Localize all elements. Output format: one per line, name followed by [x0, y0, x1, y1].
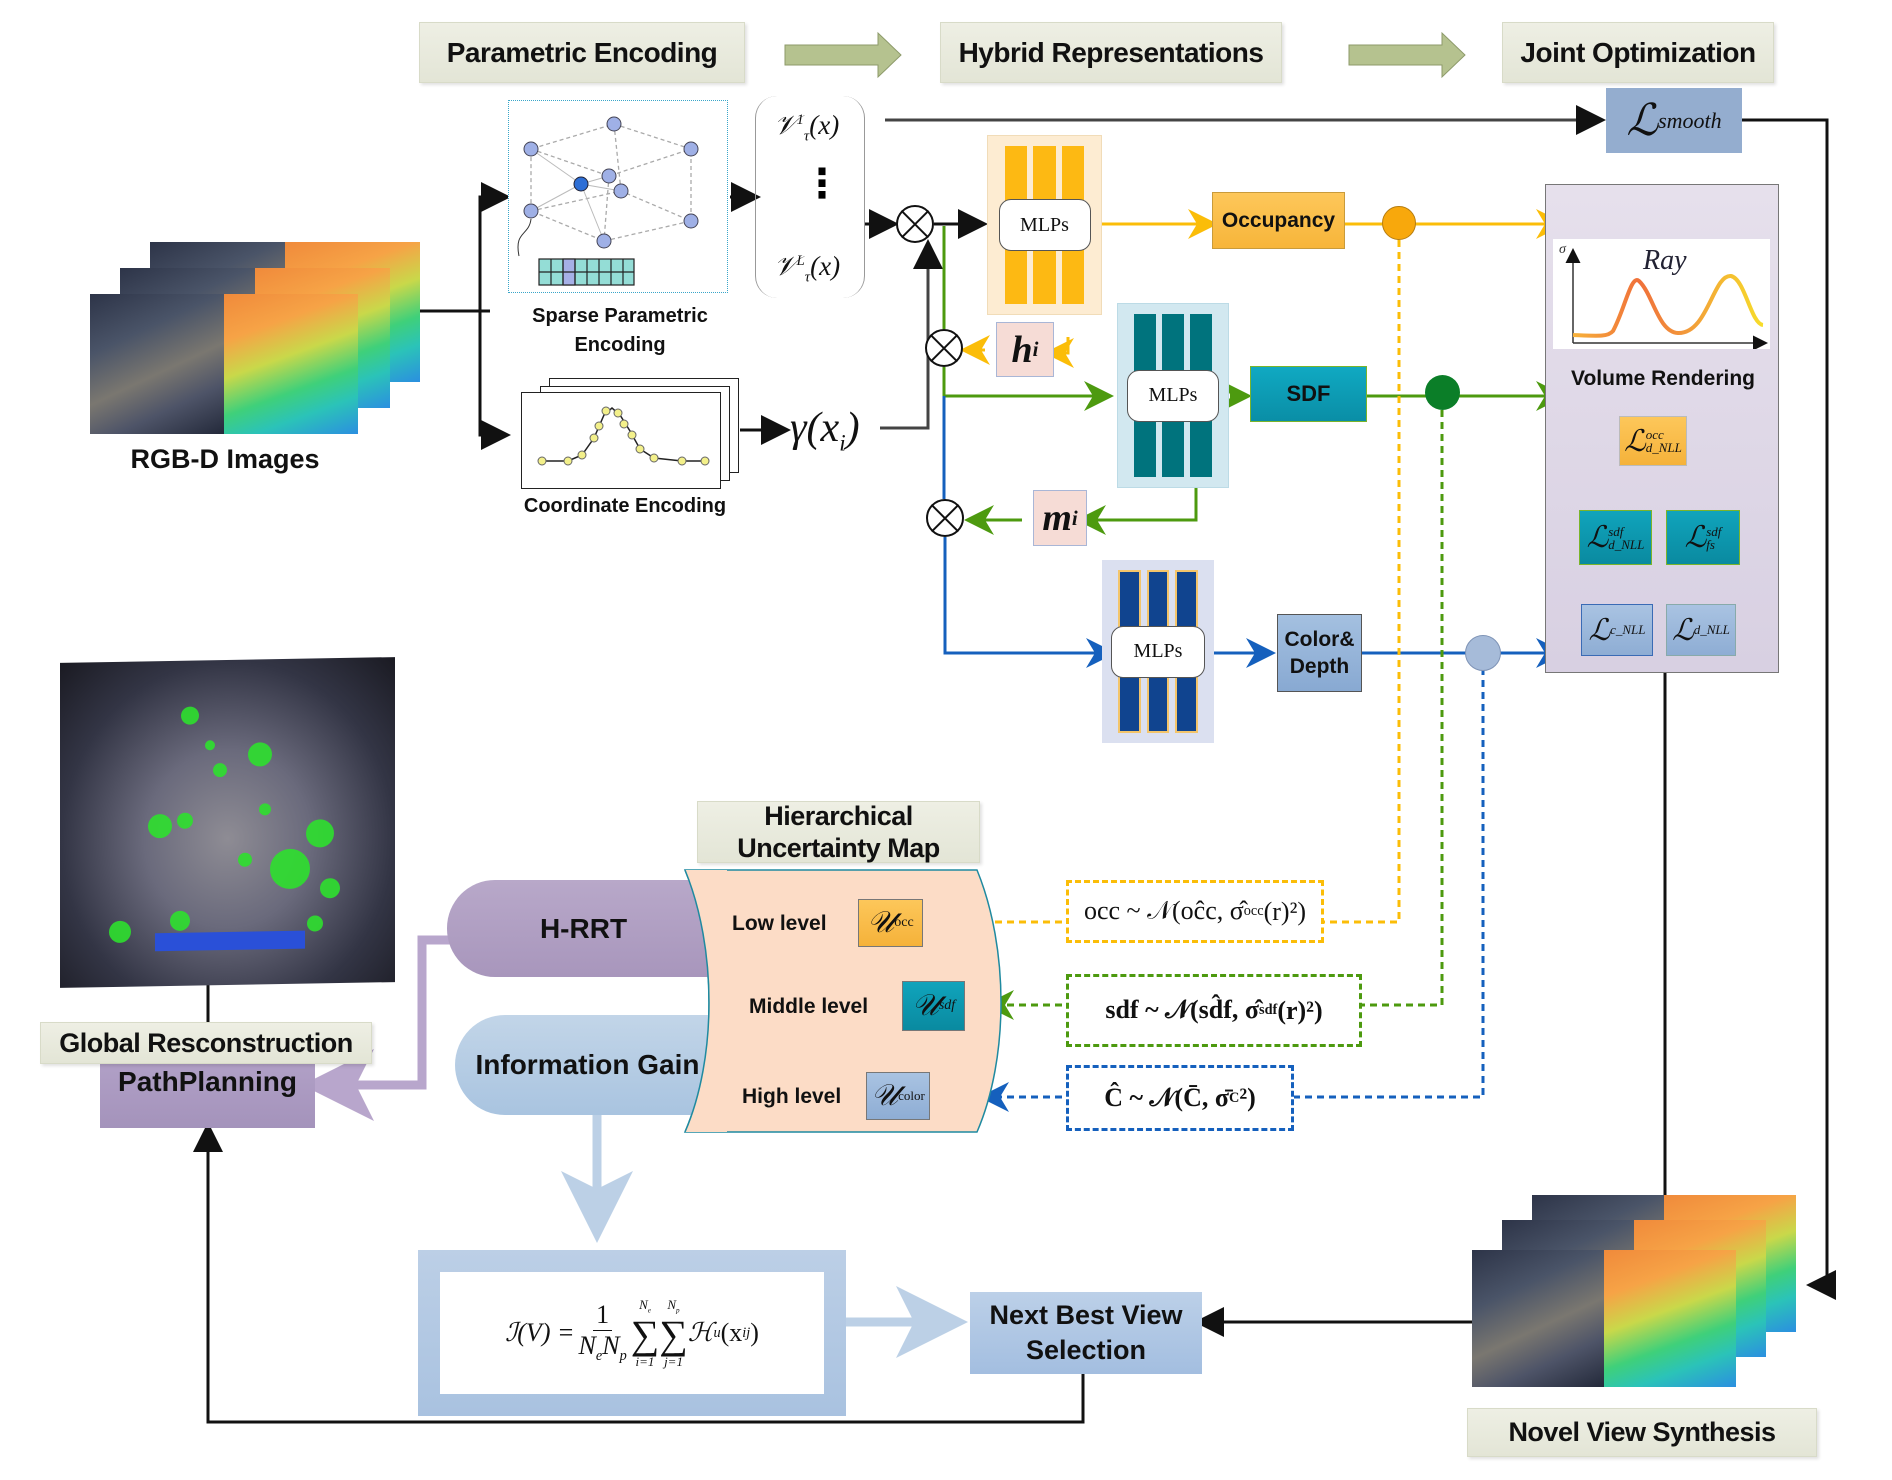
volume-rendering-label: Volume Rendering [1571, 367, 1755, 390]
ray-density-plot: σ Ray [1553, 239, 1770, 351]
stage-joint-optimization: Joint Optimization [1502, 22, 1774, 83]
sdf-mlp-block: MLPs [1117, 303, 1229, 488]
stage-arrow-1 [784, 31, 902, 79]
multiply-node-2 [925, 329, 963, 367]
occ-distribution-box: occ ~ 𝒩(oĉc, σ̂occ(r)²) [1066, 880, 1324, 943]
sdf-distribution-box: sdf ~ 𝒩(sd̂f, σ̂sdf(r)²) [1066, 974, 1362, 1047]
stage-arrow-2 [1348, 31, 1466, 79]
color-mlp-label: MLPs [1111, 625, 1205, 678]
feature-vector: 𝒱1τ(x) ⋮ 𝒱Lτ(x) [755, 96, 865, 298]
global-reconstruction-image [60, 657, 395, 988]
feature-level-1: 𝒱1τ(x) [774, 110, 840, 145]
rgbd-image-front [90, 294, 358, 434]
color-mlp-block: MLPs [1102, 560, 1214, 743]
coordinate-encoding-plot [521, 392, 721, 489]
stage-hybrid-representations: Hybrid Representations [940, 22, 1282, 83]
novel-view-front [1472, 1250, 1736, 1387]
feature-level-L: 𝒱Lτ(x) [774, 251, 841, 286]
vertical-dots: ⋮ [802, 161, 842, 207]
occupancy-mlp-block: MLPs [987, 135, 1102, 315]
gamma-encoding: γ(xi) [790, 405, 860, 456]
sdf-output: SDF [1250, 366, 1367, 422]
rgbd-images-label: RGB-D Images [130, 444, 320, 474]
global-reconstruction-label: Global Resconstruction [40, 1022, 372, 1064]
level-middle-label: Middle level [749, 995, 869, 1018]
information-gain-node: Information Gain [455, 1015, 720, 1115]
occupancy-mlp-label: MLPs [998, 199, 1091, 251]
voxel-graph-icon [517, 116, 699, 286]
occupancy-junction [1382, 206, 1416, 240]
sparse-encoding-panel [508, 100, 728, 293]
ray-label: Ray [1642, 245, 1687, 276]
trajectory-markers-icon [109, 706, 340, 952]
coordinate-encoding-label: Coordinate Encoding [523, 495, 727, 517]
hrrt-node: H-RRT [447, 880, 720, 977]
sdf-junction [1425, 375, 1460, 410]
multiply-node-3 [926, 499, 964, 537]
sparse-encoding-label: Sparse Parametric Encoding [532, 305, 708, 356]
color-depth-output: Color& Depth [1277, 614, 1362, 692]
stage-parametric-encoding: Parametric Encoding [419, 22, 745, 83]
next-best-view-node: Next Best View Selection [970, 1292, 1202, 1374]
occupancy-output: Occupancy [1212, 192, 1345, 249]
sigma-axis-label: σ [1559, 242, 1567, 257]
level-low-label: Low level [732, 912, 827, 935]
multiply-node-1 [896, 205, 934, 243]
gaussian-curve-icon [537, 406, 710, 466]
uncertainty-map-title: Hierarchical Uncertainty Map [697, 801, 980, 863]
level-high-label: High level [742, 1085, 842, 1108]
sdf-mlp-label: MLPs [1127, 369, 1219, 422]
novel-view-synthesis-label: Novel View Synthesis [1467, 1408, 1817, 1457]
color-junction [1465, 635, 1501, 671]
